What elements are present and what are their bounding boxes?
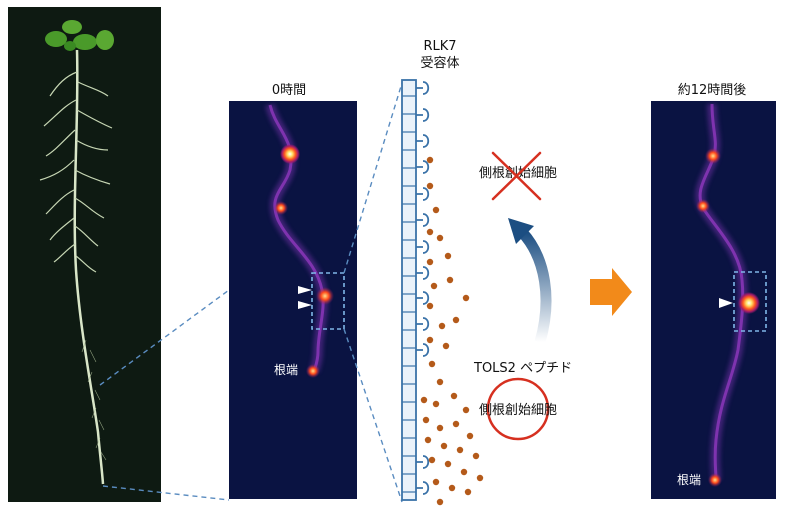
fluor-spot: [274, 201, 288, 215]
peptide-dot: [426, 258, 434, 266]
peptide-dot: [426, 228, 434, 236]
triangle-arrow-icon: [719, 298, 733, 308]
peptide-dot: [452, 420, 460, 428]
lateral-roots: [39, 71, 113, 273]
fluor-spot: [306, 364, 320, 378]
zoom-lines: [99, 289, 230, 501]
peptide-dot: [422, 416, 430, 424]
peptide-dot: [428, 360, 436, 368]
fluor-spot: [708, 473, 722, 487]
peptide-dot: [476, 474, 484, 482]
time-end-label: 約12時間後: [678, 83, 747, 98]
leaf: [64, 41, 76, 51]
curved-arrow-icon: [508, 218, 552, 344]
peptide-dot: [448, 484, 456, 492]
peptide-dot: [438, 322, 446, 330]
peptide-dot: [472, 452, 480, 460]
peptide-dots: [420, 156, 484, 506]
fluorescence-panel-12h: 根端: [651, 101, 776, 499]
fluor-spot: [696, 199, 710, 213]
root-hairs: [81, 339, 107, 461]
peptide-dot: [450, 392, 458, 400]
leaf: [96, 30, 114, 50]
founder-cell-blocked: 側根創始細胞: [479, 151, 557, 201]
peptide-label: TOLS2 ペプチド: [473, 361, 572, 376]
receptor-label-line2: 受容体: [420, 55, 459, 71]
rlk7-receptor: [416, 481, 430, 495]
fluor-spot: [738, 292, 760, 314]
rlk7-receptor: [416, 455, 430, 469]
rlk7-receptor-column: [401, 79, 430, 501]
rlk7-receptor: [416, 343, 430, 357]
rlk7-receptor: [416, 160, 430, 174]
leaf: [62, 20, 82, 34]
fluorescence-panel-0h: 根端: [229, 101, 357, 499]
peptide-dot: [428, 456, 436, 464]
peptide-dot: [460, 468, 468, 476]
receptor-label-line1: RLK7: [423, 39, 456, 54]
peptide-dot: [420, 396, 428, 404]
peptide-dot: [432, 478, 440, 486]
right-arrow-icon: [590, 268, 632, 316]
peptide-dot: [442, 342, 450, 350]
peptide-dot: [440, 442, 448, 450]
peptide-dot: [446, 276, 454, 284]
peptide-dot: [452, 316, 460, 324]
peptide-dot: [436, 378, 444, 386]
peptide-dot: [426, 302, 434, 310]
fluor-spot: [705, 148, 721, 164]
leaf: [45, 31, 67, 47]
rlk7-receptor: [416, 108, 430, 122]
peptide-dot: [444, 252, 452, 260]
circle-mark-icon: [486, 377, 550, 441]
rlk7-receptor: [416, 81, 430, 95]
peptide-dot: [464, 488, 472, 496]
leaf: [73, 34, 97, 50]
triangle-arrow-icon: [298, 286, 312, 294]
peptide-dot: [432, 206, 440, 214]
x-mark-icon: [491, 151, 542, 201]
peptide-dot: [462, 406, 470, 414]
founder-cell-active: 側根創始細胞: [479, 377, 557, 441]
peptide-dot: [430, 282, 438, 290]
zoom-lines-right: [343, 82, 403, 503]
rlk7-receptor: [416, 134, 430, 148]
root-tip-label: 根端: [274, 363, 298, 377]
rlk7-receptor: [416, 266, 430, 280]
peptide-dot: [436, 234, 444, 242]
triangle-arrow-icon: [298, 301, 312, 309]
peptide-dot: [436, 424, 444, 432]
rlk7-receptor: [416, 213, 430, 227]
highlight-box: [733, 271, 767, 332]
rlk7-receptor: [416, 240, 430, 254]
founder-cell-label-bottom: 側根創始細胞: [479, 403, 557, 418]
peptide-dot: [426, 182, 434, 190]
peptide-dot: [424, 436, 432, 444]
plant-photo: [8, 7, 161, 502]
highlight-box: [311, 272, 345, 330]
peptide-dot: [456, 446, 464, 454]
time-start-label: 0時間: [272, 83, 306, 98]
main-root: [73, 49, 105, 485]
peptide-dot: [432, 400, 440, 408]
fluor-spot: [316, 287, 334, 305]
root-tip-label-12h: 根端: [677, 473, 701, 487]
fluor-spot: [280, 144, 300, 164]
rlk7-receptor: [416, 291, 430, 305]
peptide-dot: [426, 336, 434, 344]
peptide-dot: [436, 498, 444, 506]
peptide-dot: [426, 156, 434, 164]
peptide-dot: [444, 460, 452, 468]
rlk7-receptor: [416, 187, 430, 201]
peptide-dot: [466, 432, 474, 440]
peptide-dot: [462, 294, 470, 302]
rlk7-receptor: [416, 317, 430, 331]
